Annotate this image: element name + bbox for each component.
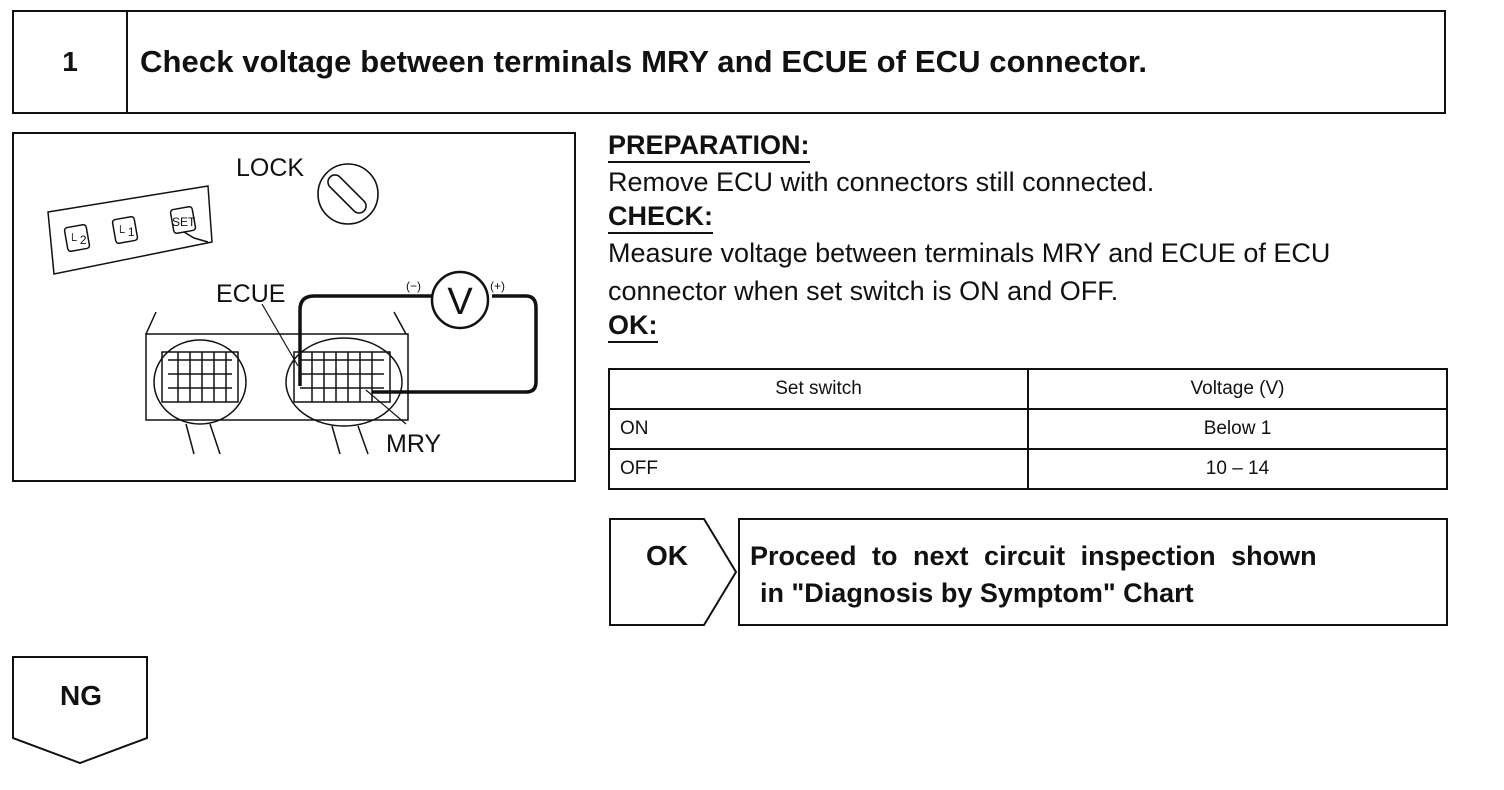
leader-lines <box>261 303 407 425</box>
ok-arrow-shape <box>609 518 738 626</box>
instruction-column: PREPARATION: Remove ECU with connectors … <box>608 130 1448 343</box>
switch-label-1: └ 1 <box>116 225 135 239</box>
test-leads <box>298 294 538 394</box>
table-cell: OFF <box>608 448 1029 490</box>
preparation-text: Remove ECU with connectors still connect… <box>608 167 1155 197</box>
table-header-row: Set switch Voltage (V) <box>608 368 1448 410</box>
table-row: OFF 10 – 14 <box>608 448 1448 490</box>
check-label: CHECK: <box>608 201 713 234</box>
mry-label: MRY <box>386 430 441 458</box>
ok-result-box: Proceed to next circuit inspection shown… <box>738 518 1448 626</box>
switch-label-set: SET <box>172 215 196 229</box>
ecue-label: ECUE <box>216 280 285 308</box>
check-text-line-2: connector when set switch is ON and OFF. <box>608 276 1119 306</box>
step-header: 1 Check voltage between terminals MRY an… <box>12 10 1446 114</box>
voltmeter-symbol: V <box>447 281 473 323</box>
ok-result-label: OK <box>646 540 688 571</box>
ng-arrow-shape <box>12 656 148 765</box>
ecu-connector-illustration: └ 2 └ 1 SET LOCK <box>12 132 576 482</box>
voltage-spec-table: Set switch Voltage (V) ON Below 1 OFF 10… <box>608 368 1448 490</box>
switch-panel <box>47 185 213 275</box>
table-cell: ON <box>608 408 1029 450</box>
minus-terminal-label: (−) <box>406 279 421 293</box>
table-row: ON Below 1 <box>608 408 1448 450</box>
table-header: Voltage (V) <box>1027 368 1448 410</box>
table-header: Set switch <box>608 368 1029 410</box>
ecu-diagram: └ 2 └ 1 SET LOCK <box>47 154 538 458</box>
plus-terminal-label: (+) <box>490 279 505 293</box>
ok-result-line-2: in "Diagnosis by Symptom" Chart <box>760 578 1194 608</box>
check-text-line-1: Measure voltage between terminals MRY an… <box>608 238 1331 268</box>
step-title: Check voltage between terminals MRY and … <box>140 44 1148 79</box>
ng-result-label: NG <box>60 680 102 711</box>
ok-result-line-1: Proceed to next circuit inspection shown <box>750 541 1317 571</box>
lock-icon <box>317 163 379 225</box>
ok-label: OK: <box>608 310 658 343</box>
switch-label-2: └ 2 <box>68 233 87 247</box>
lock-label: LOCK <box>236 154 304 182</box>
voltmeter-icon: V <box>430 270 490 330</box>
preparation-label: PREPARATION: <box>608 130 810 163</box>
table-cell: 10 – 14 <box>1027 448 1448 490</box>
table-cell: Below 1 <box>1027 408 1448 450</box>
step-number: 1 <box>14 12 128 112</box>
ecu-body <box>145 311 409 455</box>
